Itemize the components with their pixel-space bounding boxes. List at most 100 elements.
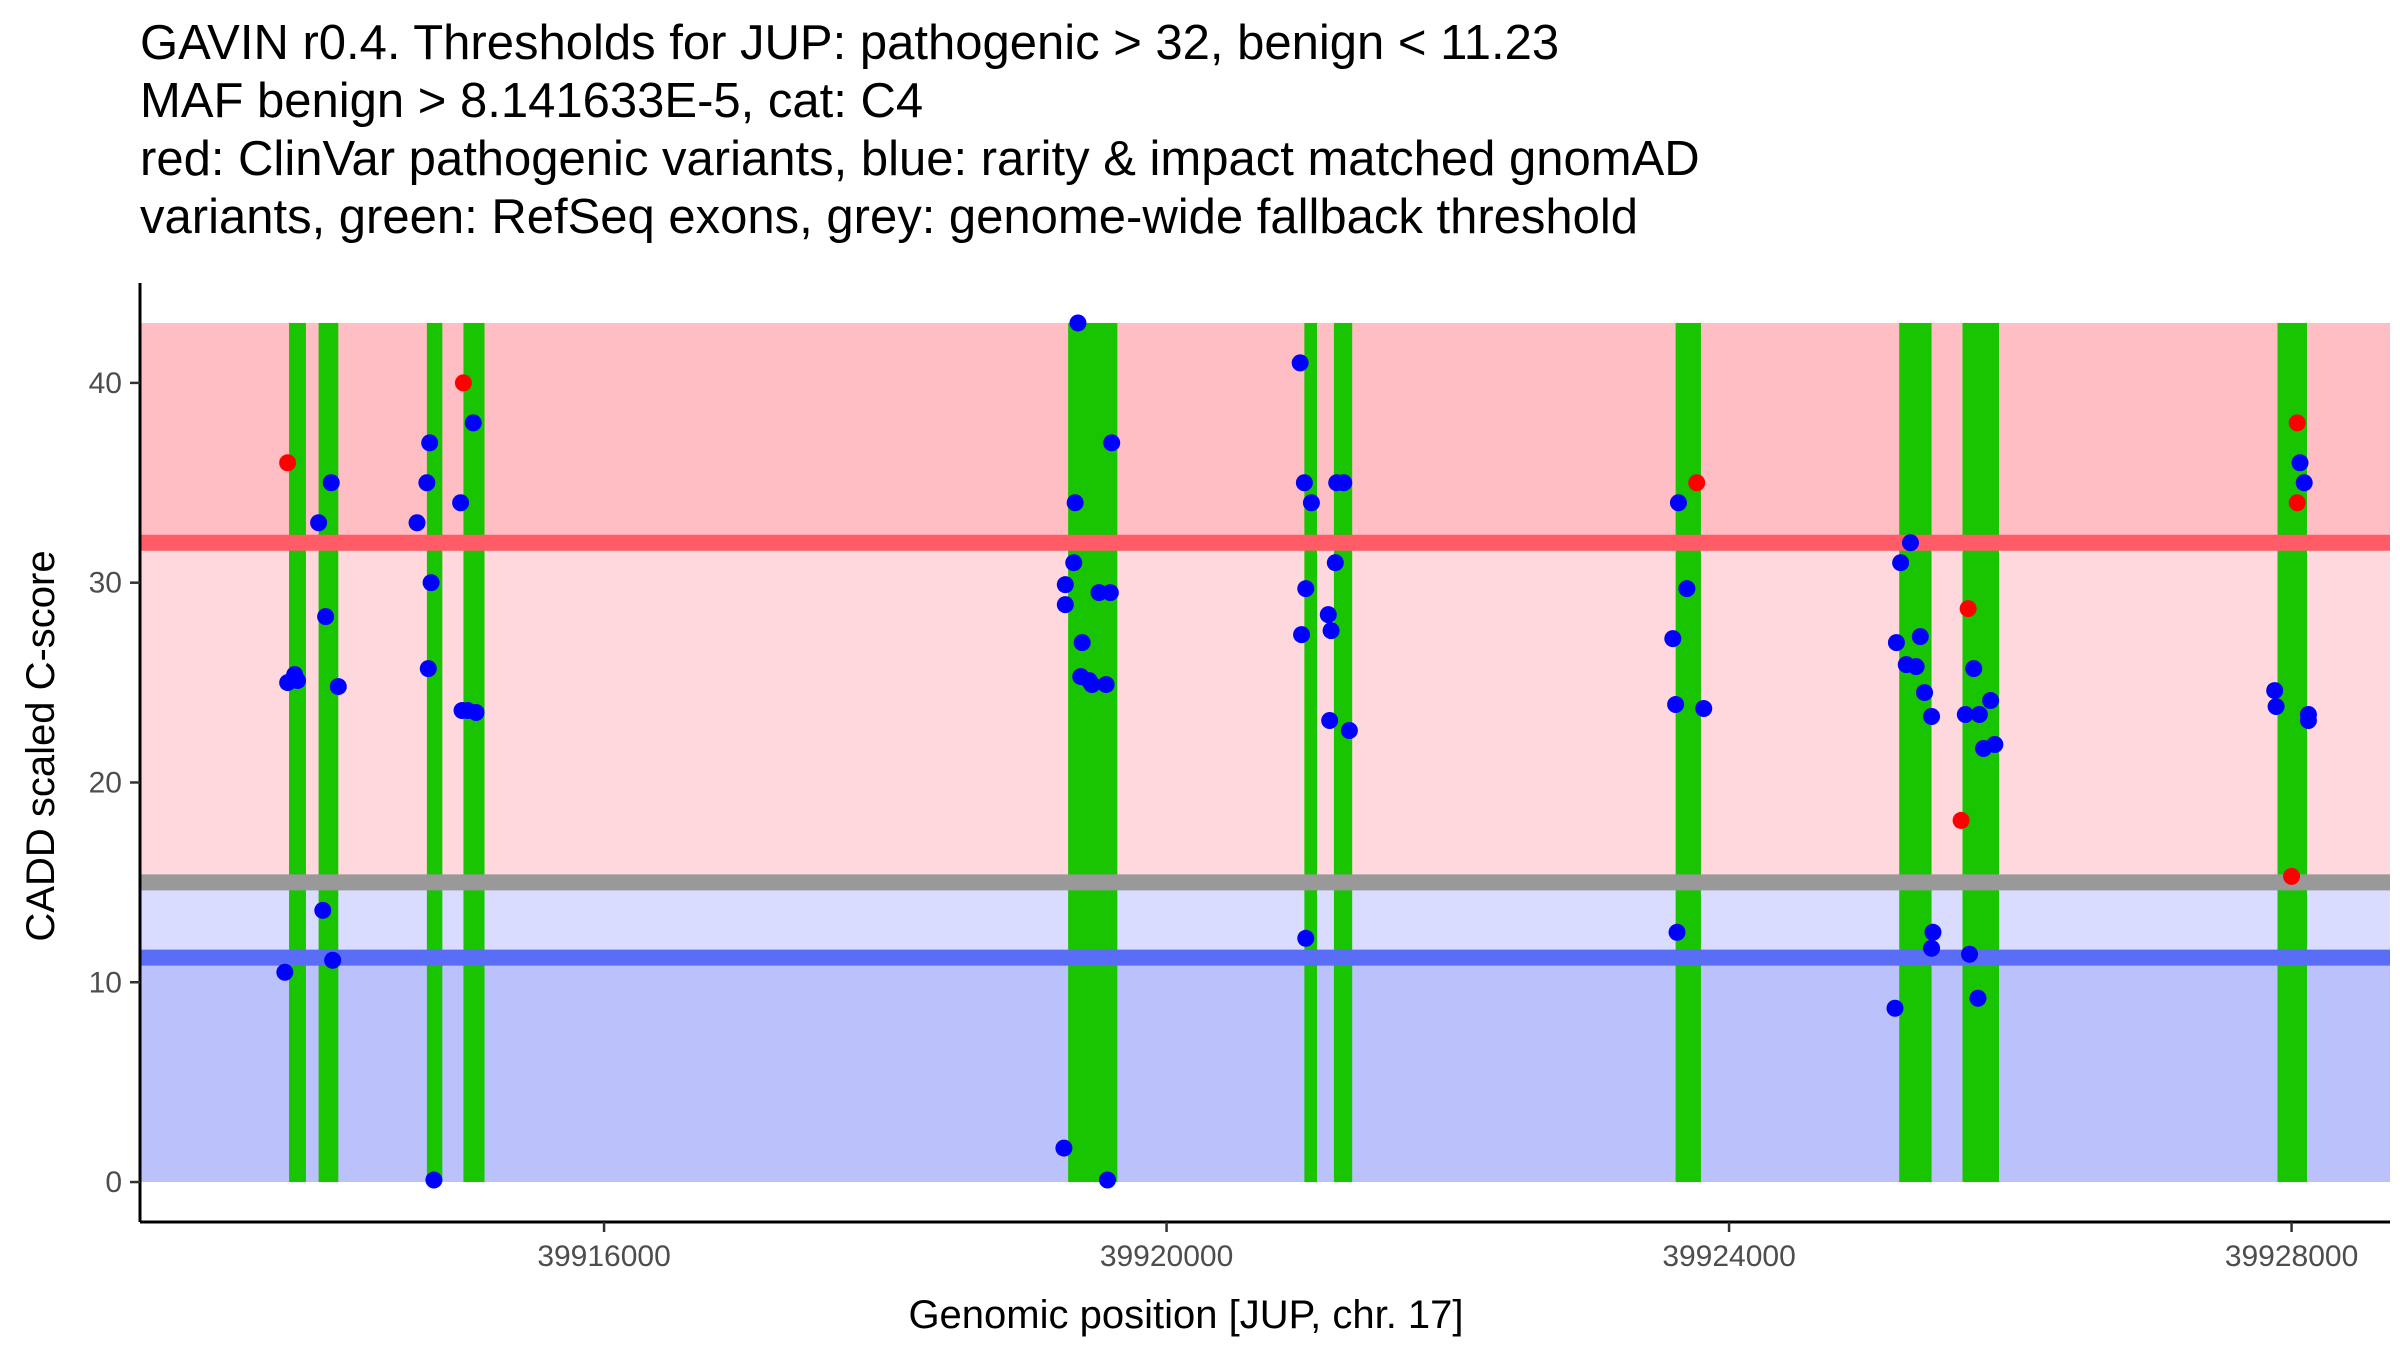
gnomad-point: [2295, 474, 2313, 492]
gnomad-point: [1961, 945, 1979, 963]
clinvar-point: [1688, 474, 1706, 492]
exon-bar: [463, 322, 485, 1183]
intermediate-band: [140, 542, 2390, 883]
y-tick-label: 40: [89, 367, 122, 400]
clinvar-point: [2283, 867, 2301, 885]
y-tick-label: 20: [89, 766, 122, 799]
gnomad-point: [1073, 634, 1091, 652]
gnomad-point: [289, 672, 306, 690]
exon-bar: [318, 322, 339, 1183]
exon-bar: [1068, 322, 1118, 1183]
low-band: [140, 882, 2390, 958]
benign-band: [140, 957, 2390, 1183]
gnomad-point: [1322, 622, 1340, 640]
gnomad-point: [452, 494, 470, 512]
exon-bar: [1333, 322, 1353, 1183]
threshold-lines: [140, 534, 2390, 966]
gnomad-point: [1103, 434, 1121, 452]
exon-bar: [1304, 322, 1318, 1183]
gnomad-point: [1982, 692, 2000, 710]
gnomad-point: [1055, 1139, 1073, 1157]
gnomad-point: [1970, 706, 1988, 724]
gnomad-point: [1297, 929, 1315, 947]
exon-bar: [289, 322, 306, 1183]
y-tick-label: 0: [105, 1166, 122, 1199]
threshold-bands: [140, 322, 2390, 1183]
gnomad-point: [1668, 923, 1686, 941]
exon-bar: [1899, 322, 1932, 1183]
gnomad-point: [1295, 474, 1313, 492]
gnomad-point: [1097, 676, 1115, 694]
clinvar-point: [1952, 811, 1970, 829]
gnomad-point: [421, 434, 439, 452]
gnomad-point: [1065, 554, 1083, 572]
gnomad-point: [314, 901, 332, 919]
chart-title: GAVIN r0.4. Thresholds for JUP: pathogen…: [140, 14, 2340, 246]
gnomad-point: [1956, 706, 1974, 724]
clinvar-point: [2288, 414, 2306, 432]
x-axis-title: Genomic position [JUP, chr. 17]: [908, 1293, 1463, 1337]
gnomad-point: [419, 660, 437, 678]
gnomad-point: [1669, 494, 1687, 512]
gnomad-point: [1291, 354, 1309, 372]
gnomad-point: [1302, 494, 1320, 512]
gnomad-point: [1916, 684, 1934, 702]
gnomad-point: [1069, 314, 1087, 332]
gnomad-point: [1099, 1171, 1116, 1189]
y-tick-label: 30: [89, 567, 122, 600]
gnomad-point: [1887, 634, 1905, 652]
gnomad-point: [1101, 584, 1119, 602]
gnomad-point: [324, 951, 342, 969]
gnomad-point: [1924, 923, 1942, 941]
x-tick-label: 39928000: [2225, 1240, 2358, 1273]
exon-bar: [1675, 322, 1701, 1183]
gnomad-point: [1335, 474, 1353, 492]
title-line-3: red: ClinVar pathogenic variants, blue: …: [140, 132, 1700, 186]
gnomad-point: [1056, 596, 1074, 614]
gnomad-point: [1293, 626, 1311, 644]
gnomad-point: [1986, 736, 2004, 754]
gnomad-point: [1892, 554, 1910, 572]
gnomad-point: [1911, 628, 1929, 646]
gnomad-point: [1923, 939, 1941, 957]
gnomad-point: [464, 414, 482, 432]
gnomad-point: [1907, 658, 1925, 676]
gnomad-point: [2266, 682, 2284, 700]
gnomad-point: [1901, 534, 1919, 552]
gnomad-point: [1056, 576, 1074, 594]
gnomad-point: [1319, 606, 1337, 624]
gnomad-point: [1969, 989, 1987, 1007]
gnomad-point: [1664, 630, 1682, 648]
exon-bar: [426, 322, 443, 1183]
gnomad-point: [1066, 494, 1084, 512]
data-points: [276, 314, 2317, 1189]
x-tick-label: 39924000: [1662, 1240, 1795, 1273]
gnomad-point: [1083, 676, 1101, 694]
gnomad-point: [1886, 999, 1904, 1017]
title-line-2: MAF benign > 8.141633E-5, cat: C4: [140, 74, 924, 128]
gnomad-point: [1667, 696, 1685, 714]
gnomad-point: [425, 1171, 443, 1189]
gnomad-point: [2299, 712, 2317, 730]
gnomad-point: [1923, 708, 1941, 726]
gnomad-point: [1326, 554, 1344, 572]
clinvar-point: [279, 454, 297, 472]
gnomad-point: [1695, 700, 1713, 718]
y-axis-title: CADD scaled C-score: [19, 550, 63, 941]
gnomad-point: [467, 704, 485, 722]
clinvar-point: [1959, 600, 1977, 618]
gnomad-point: [1678, 580, 1696, 598]
gnomad-point: [1965, 660, 1983, 678]
title-line-4: variants, green: RefSeq exons, grey: gen…: [140, 190, 1639, 244]
clinvar-point: [2288, 494, 2306, 512]
gnomad-point: [2291, 454, 2309, 472]
gnomad-point: [276, 963, 294, 981]
gnomad-point: [322, 474, 340, 492]
gnomad-point: [2267, 698, 2285, 716]
y-tick-label: 10: [89, 966, 122, 999]
x-tick-label: 39920000: [1100, 1240, 1233, 1273]
gnomad-point: [422, 574, 440, 592]
pathogenic-band: [140, 322, 2390, 543]
x-tick-label: 39916000: [537, 1240, 670, 1273]
